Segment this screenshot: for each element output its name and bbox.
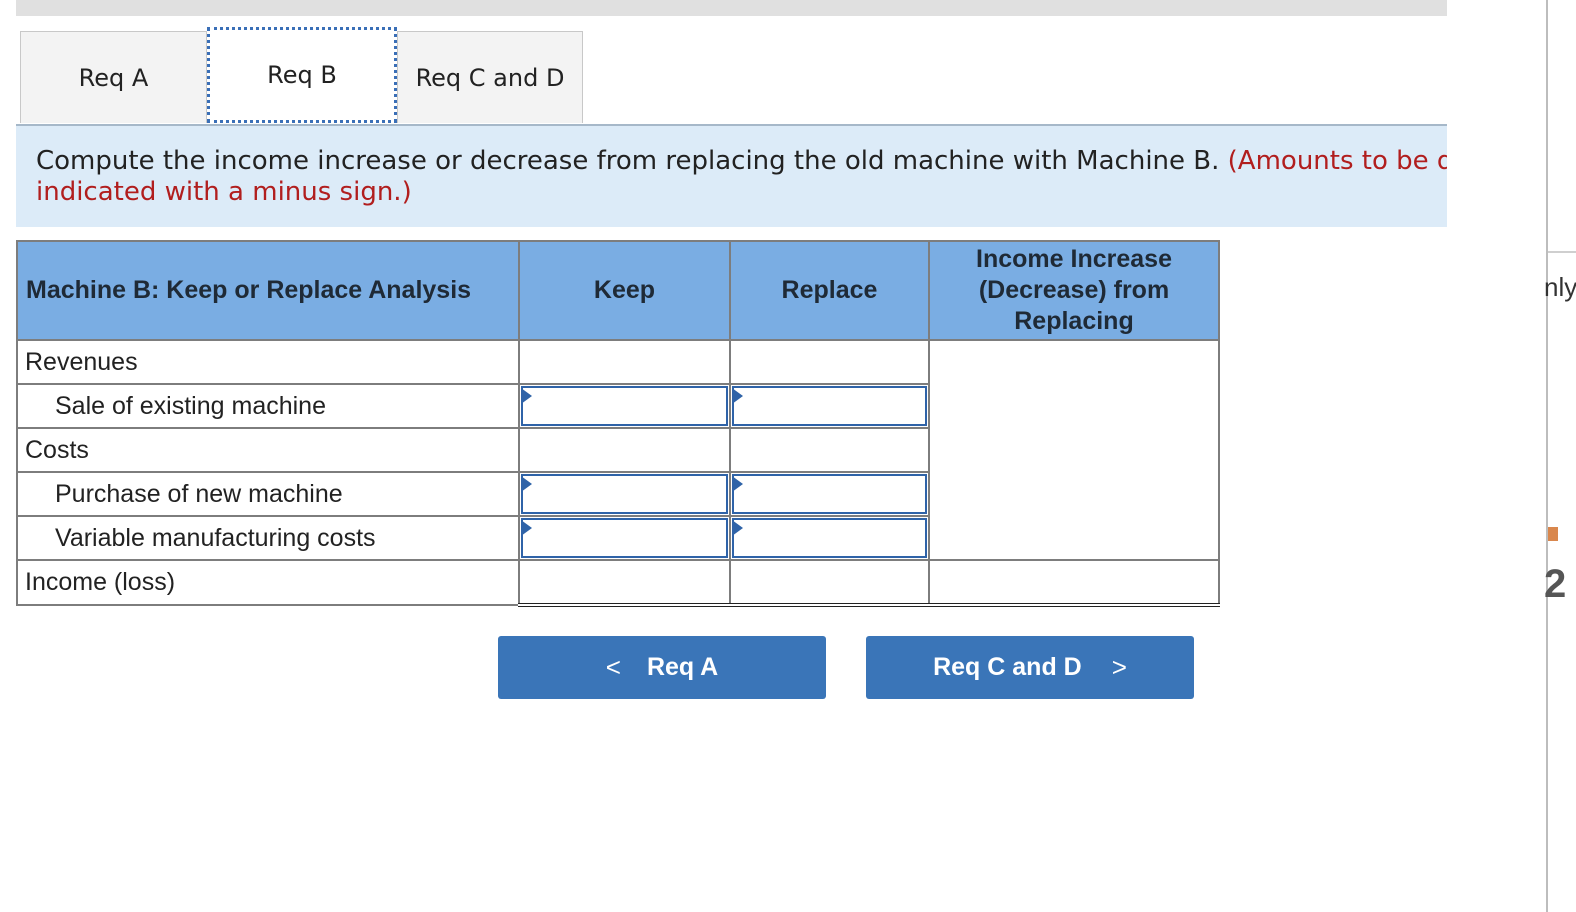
income-increase-cell: [928, 559, 1220, 607]
row-label-sale: Sale of existing machine: [16, 383, 520, 429]
side-panel-rule: [1548, 251, 1576, 253]
variable-replace-cell: [729, 515, 930, 561]
tab-req-c-and-d[interactable]: Req C and D: [397, 31, 583, 123]
table-row: Income (loss): [16, 559, 1220, 607]
tab-req-a[interactable]: Req A: [20, 31, 207, 123]
chevron-left-icon: <: [605, 652, 621, 682]
row-label-variable: Variable manufacturing costs: [16, 515, 520, 561]
header-income-increase: Income Increase (Decrease) from Replacin…: [928, 240, 1220, 341]
cell-increase-empty: [928, 472, 1220, 516]
variable-keep-cell: [518, 515, 731, 561]
variable-replace-input[interactable]: [732, 518, 927, 558]
cell-increase-empty: [928, 339, 1220, 384]
tab-req-b[interactable]: Req B: [207, 27, 397, 123]
side-panel-number: 2: [1544, 562, 1567, 606]
header-keep: Keep: [518, 240, 731, 341]
table-row: Costs: [16, 427, 1220, 473]
cell-empty: [729, 427, 930, 473]
sale-keep-input[interactable]: [521, 386, 728, 426]
cell-increase-empty: [928, 516, 1220, 560]
table-row: Revenues: [16, 339, 1220, 385]
cell-empty: [518, 339, 731, 385]
purchase-replace-cell: [729, 471, 930, 517]
income-keep-cell: [518, 559, 731, 607]
instruction-text: Compute the income increase or decrease …: [36, 146, 1220, 176]
prev-req-label: Req A: [646, 653, 719, 681]
top-bar: [16, 0, 1447, 16]
instruction-panel: Compute the income increase or decrease …: [16, 124, 1447, 227]
table-row: Sale of existing machine: [16, 383, 1220, 429]
table-row: Variable manufacturing costs: [16, 515, 1220, 561]
instruction-note: (Amounts to be d: [1227, 146, 1447, 176]
side-panel-text: nly: [1544, 272, 1576, 302]
row-label-revenues: Revenues: [16, 339, 520, 385]
cell-increase-empty: [928, 428, 1220, 472]
cell-empty: [729, 339, 930, 385]
purchase-keep-cell: [518, 471, 731, 517]
next-req-button[interactable]: Req C and D >: [866, 636, 1194, 699]
income-replace-cell: [729, 559, 930, 607]
side-panel-divider: [1546, 0, 1548, 912]
variable-keep-input[interactable]: [521, 518, 728, 558]
row-label-income: Income (loss): [16, 559, 520, 606]
sale-replace-input[interactable]: [732, 386, 927, 426]
row-label-purchase: Purchase of new machine: [16, 471, 520, 517]
header-analysis: Machine B: Keep or Replace Analysis: [16, 240, 520, 341]
header-row: Machine B: Keep or Replace Analysis Keep…: [16, 240, 1220, 341]
purchase-replace-input[interactable]: [732, 474, 927, 514]
sale-keep-cell: [518, 383, 731, 429]
instruction-note-cont: indicated with a minus sign.): [36, 177, 412, 207]
chevron-right-icon: >: [1111, 652, 1127, 682]
side-panel-marker: [1548, 527, 1558, 541]
cell-increase-empty: [928, 384, 1220, 428]
header-replace: Replace: [729, 240, 930, 341]
keep-or-replace-table: Machine B: Keep or Replace Analysis Keep…: [16, 240, 1220, 607]
prev-req-button[interactable]: < Req A: [498, 636, 826, 699]
purchase-keep-input[interactable]: [521, 474, 728, 514]
row-label-costs: Costs: [16, 427, 520, 473]
next-req-label: Req C and D: [933, 653, 1082, 681]
table-row: Purchase of new machine: [16, 471, 1220, 517]
sale-replace-cell: [729, 383, 930, 429]
cell-empty: [518, 427, 731, 473]
